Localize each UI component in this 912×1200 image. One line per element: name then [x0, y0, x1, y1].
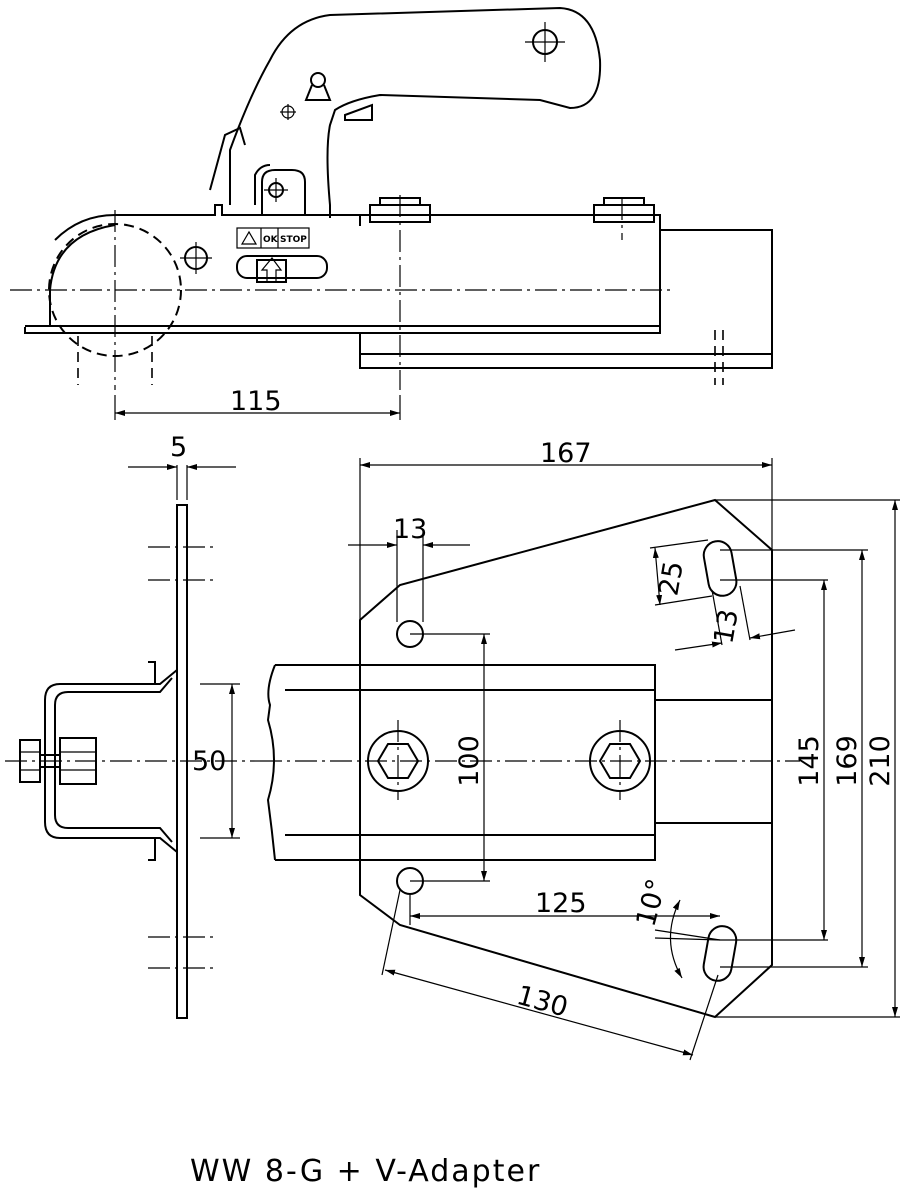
adapter-side-view: 5 50 — [5, 432, 260, 1019]
adapter-plan-view: 167 13 25 13 100 145 169 210 125 — [260, 438, 900, 1061]
dim-210: 210 — [865, 735, 896, 787]
dim-25-slot: 25 — [653, 559, 689, 598]
dim-115: 115 — [230, 386, 282, 417]
dim-50: 50 — [192, 746, 226, 777]
dim-145: 145 — [794, 735, 825, 787]
dim-167: 167 — [540, 438, 592, 469]
dim-100: 100 — [454, 735, 485, 787]
drawing-caption: WW 8-G + V-Adapter — [190, 1154, 542, 1189]
coupling-side-view: OK STOP 115 — [10, 6, 773, 420]
dim-5: 5 — [170, 432, 187, 463]
dim-13-slot: 13 — [708, 607, 744, 646]
dim-169: 169 — [832, 735, 863, 787]
dim-125: 125 — [535, 888, 587, 919]
label-stop: STOP — [280, 235, 307, 245]
dim-130: 130 — [513, 980, 571, 1024]
dim-angle: 10° — [631, 876, 673, 930]
label-ok: OK — [263, 235, 279, 245]
dim-13-hole: 13 — [393, 514, 427, 545]
